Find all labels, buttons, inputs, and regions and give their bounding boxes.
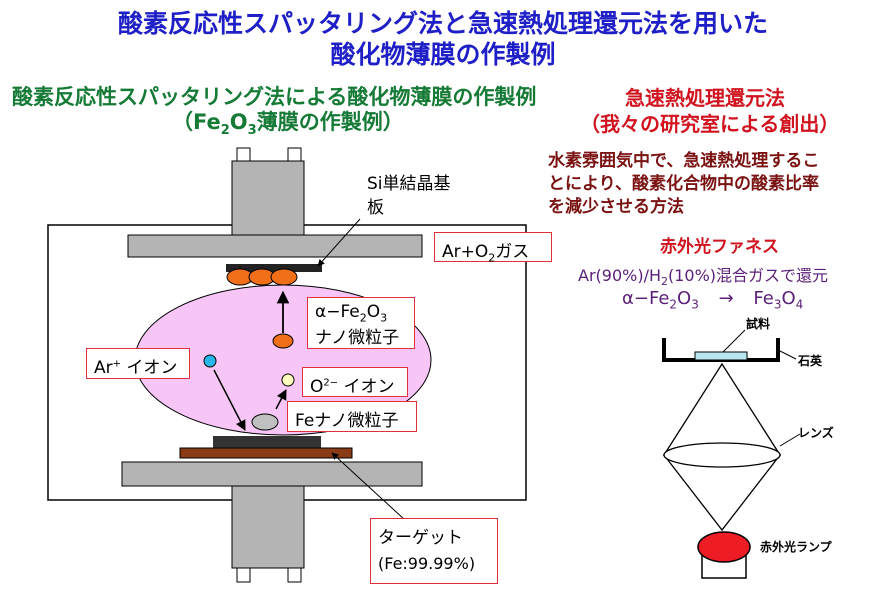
upper-light-cone bbox=[662, 362, 782, 456]
fe-nanoparticle bbox=[251, 413, 279, 431]
o-ion-box: O2− イオン bbox=[302, 367, 408, 397]
sample-leader bbox=[722, 329, 746, 353]
target-block bbox=[213, 436, 321, 448]
alpha-fe2o3-particle bbox=[272, 333, 294, 349]
film-particle bbox=[270, 268, 298, 286]
argon-arrow bbox=[213, 369, 246, 431]
furnace-label: 赤外光ファネス bbox=[660, 237, 779, 257]
quartz-leader bbox=[777, 349, 797, 360]
right-subheading: （我々の研究室による創出） bbox=[580, 112, 840, 136]
bottom-clamp-left bbox=[236, 567, 251, 583]
left-heading: 酸素反応性スパッタリング法による酸化物薄膜の作製例 bbox=[12, 85, 537, 109]
left-subheading: （Fe2O3薄膜の作製例） bbox=[172, 110, 404, 139]
bottom-clamp-right bbox=[287, 567, 302, 583]
bottom-shaft bbox=[231, 485, 305, 569]
lamp-label: 赤外光ランプ bbox=[760, 540, 832, 554]
sample-slab bbox=[694, 351, 748, 361]
si-substrate bbox=[226, 264, 322, 272]
substrate-pointer bbox=[317, 218, 361, 267]
ar-ion-box: Ar+ イオン bbox=[86, 348, 190, 379]
alpha-fe2o3-box: α−Fe2O3 ナノ微粒子 bbox=[307, 297, 415, 349]
lens-leader bbox=[779, 433, 801, 447]
oxygen-ion bbox=[281, 373, 295, 387]
lens bbox=[663, 442, 781, 468]
sample-label: 試料 bbox=[746, 317, 771, 331]
page-title-line1: 酸素反応性スパッタリング法と急速熱処理還元法を用いた bbox=[117, 9, 768, 38]
quartz-label: 石英 bbox=[798, 354, 823, 368]
target-pointer bbox=[331, 452, 406, 521]
lens-label: レンズ bbox=[798, 426, 834, 440]
target-backing bbox=[179, 447, 353, 459]
gas-mixture-line: Ar(90%)/H2(10%)混合ガスで還元 bbox=[578, 266, 829, 289]
argon-ion bbox=[203, 354, 217, 368]
target-box: ターゲット (Fe:99.99%) bbox=[370, 518, 498, 584]
fe-nanoparticle-box: Feナノ微粒子 bbox=[287, 401, 417, 432]
infrared-lamp bbox=[697, 531, 751, 563]
target-holder bbox=[121, 461, 423, 487]
right-description: 水素雰囲気中で、急速熱処理するこ とにより、酸素化合物中の酸素比率 を減少させる… bbox=[548, 151, 820, 217]
substrate-label: Si単結晶基 板 bbox=[367, 174, 451, 218]
oxygen-arrow bbox=[275, 389, 287, 410]
gas-box: Ar+O2ガス bbox=[434, 232, 552, 264]
page-title-line2: 酸化物薄膜の作製例 bbox=[330, 40, 556, 69]
right-heading: 急速熱処理還元法 bbox=[625, 86, 785, 110]
reduction-reaction: α−Fe2O3 → Fe3O4 bbox=[622, 288, 804, 312]
substrate-holder bbox=[127, 234, 423, 258]
